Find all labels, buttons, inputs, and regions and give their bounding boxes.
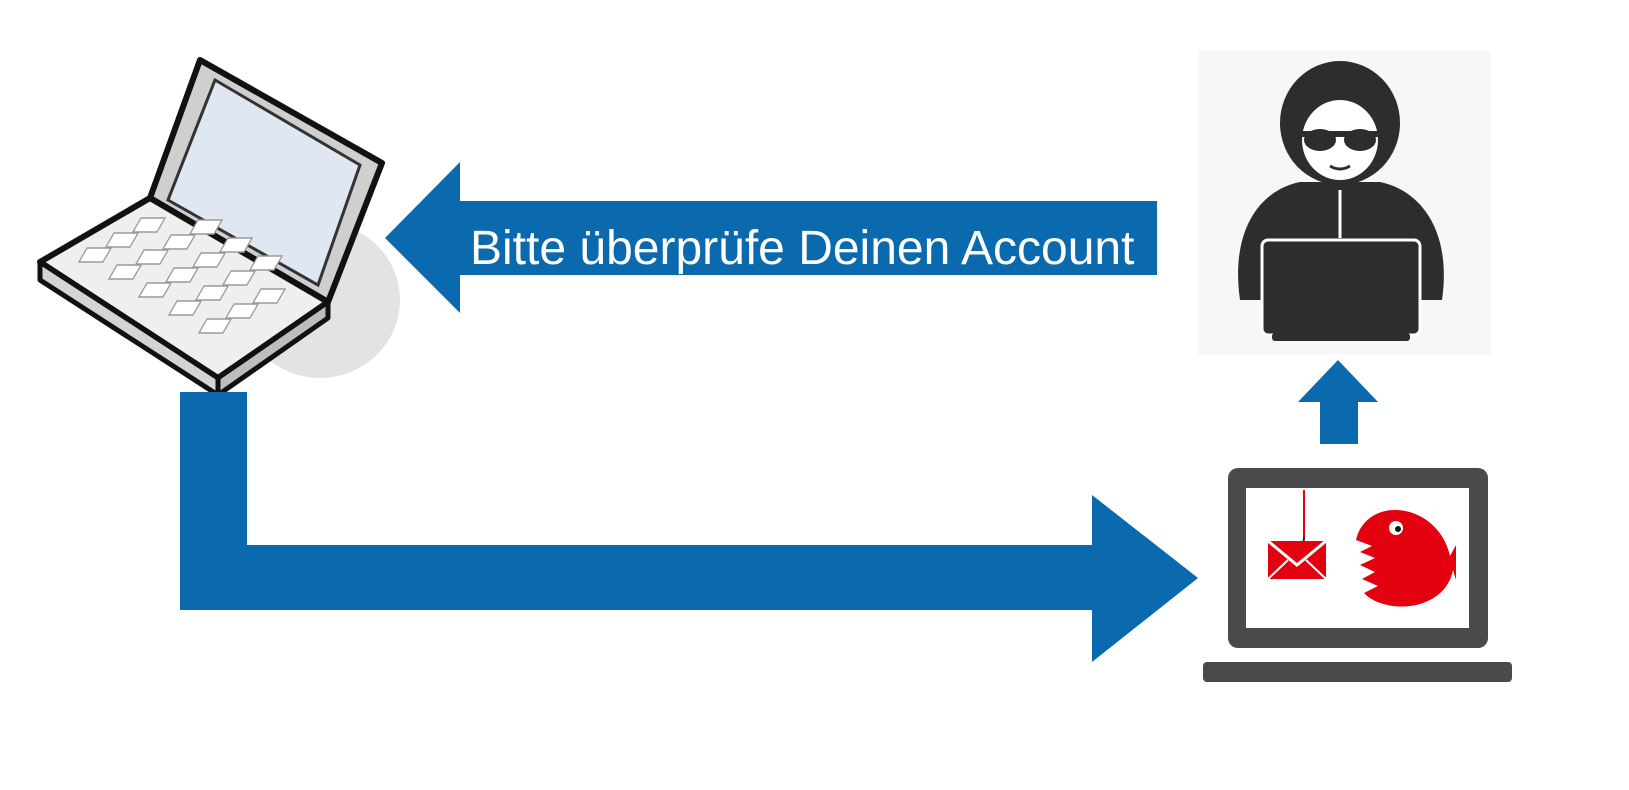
message-text: Bitte überprüfe Deinen Account bbox=[470, 222, 1135, 275]
phishing-laptop-icon bbox=[1203, 468, 1512, 682]
phishing-to-attacker-arrow bbox=[1298, 360, 1378, 444]
message-arrow bbox=[385, 162, 1157, 313]
fish-icon bbox=[1356, 510, 1456, 607]
hooded-hacker-icon bbox=[1198, 50, 1491, 355]
hooked-envelope-icon bbox=[1267, 490, 1327, 580]
victim-laptop-icon bbox=[37, 57, 400, 398]
victim-to-phishing-arrow bbox=[180, 392, 1198, 662]
